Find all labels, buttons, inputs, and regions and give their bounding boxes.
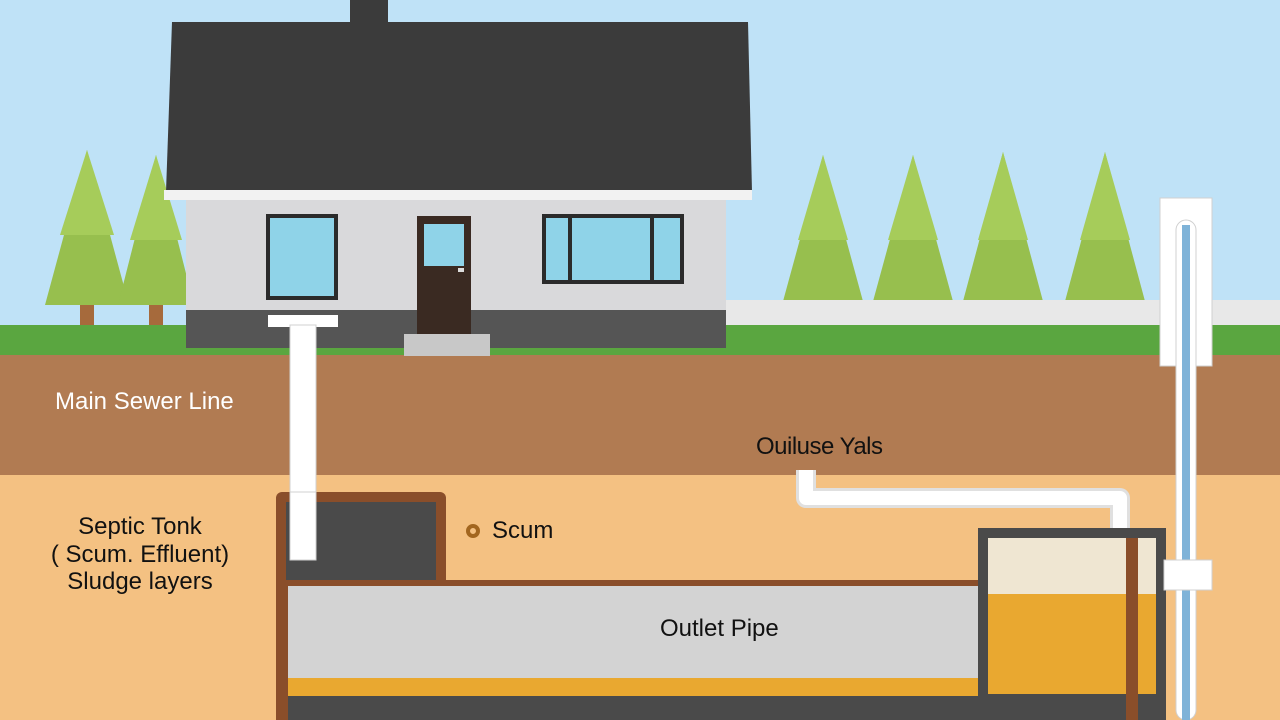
distribution-box	[978, 528, 1166, 720]
topsoil-layer	[0, 355, 1280, 475]
tree-left-2	[118, 155, 194, 330]
vent-pipe	[1159, 197, 1213, 720]
tree-left-1	[45, 150, 129, 330]
door-step	[404, 334, 490, 356]
roof-eave	[164, 190, 752, 200]
outlet-label: Ouiluse Yals	[756, 433, 883, 460]
septic-tank-label-line3: Sludge layers	[67, 568, 213, 596]
roof	[166, 22, 752, 192]
septic-tank	[276, 492, 988, 720]
scum-label-text: Scum	[492, 517, 554, 544]
septic-tank-label-line1: Septic Tonk	[78, 513, 202, 540]
sludge-layer	[288, 678, 978, 696]
circle-outline-icon	[466, 523, 480, 538]
effluent-layer	[288, 586, 978, 680]
tank-floor	[288, 696, 978, 720]
scum-label: Scum	[466, 517, 553, 545]
main-sewer-line-label: Main Sewer Line	[55, 388, 234, 415]
septic-tank-label: Septic Tonk ( Scum. Effluent) Sludge lay…	[20, 513, 260, 596]
house	[164, 0, 752, 356]
outlet-pipe-label: Outlet Pipe	[660, 615, 779, 642]
septic-tank-label-line2: ( Scum. Effluent)	[50, 540, 230, 568]
outlet-pipe	[796, 470, 1130, 528]
